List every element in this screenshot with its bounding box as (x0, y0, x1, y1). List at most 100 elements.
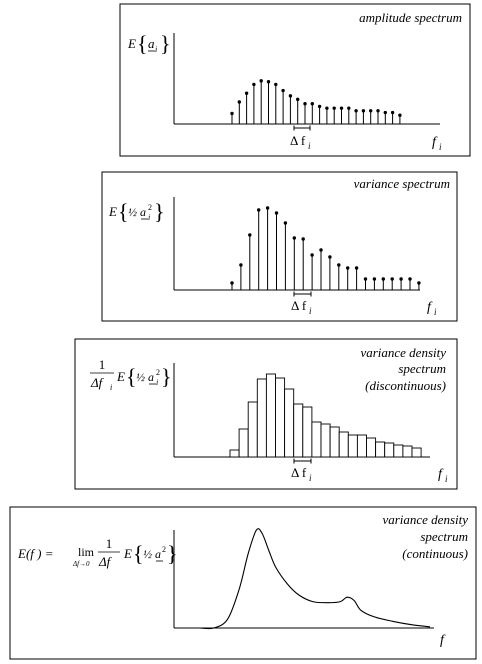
panel-frame (101, 171, 458, 322)
delta-label: Δ f (291, 465, 307, 480)
panel-frame (9, 506, 477, 660)
ylabel-brace-right: } (167, 541, 178, 566)
delta-sub: i (308, 141, 311, 151)
frac-numerator: 1 (99, 357, 106, 372)
histogram-bar (356, 434, 367, 458)
frac-denominator-sub: i (110, 383, 112, 392)
delta-sub: i (309, 473, 312, 483)
delta-sub: i (309, 306, 312, 316)
stem-dot (265, 206, 270, 210)
stem-dot (281, 88, 285, 93)
histogram-bar (284, 388, 295, 458)
ylabel-E: E (108, 204, 117, 219)
ylabel-inner: ½ a (143, 547, 161, 561)
histogram-bar (238, 428, 249, 458)
histogram-bar (338, 431, 349, 458)
spectrum-curve (199, 528, 431, 630)
stem-dot (292, 236, 296, 240)
histogram-bar (229, 449, 240, 458)
frac-numerator: 1 (106, 536, 113, 551)
stem-dot (319, 248, 323, 252)
ylabel-inner: ½ a (136, 370, 154, 384)
delta-label: Δ f (291, 298, 307, 313)
ylabel-sub: i (156, 378, 158, 387)
stem-dot (230, 111, 234, 116)
stem-dot (274, 82, 278, 87)
stem-dot (381, 277, 385, 281)
stem-dot (266, 80, 271, 84)
stem-dot (354, 266, 359, 270)
stem-dot (376, 109, 380, 113)
x-axis-label: f (432, 135, 438, 150)
stem-dot (257, 208, 261, 212)
ylabel-sub: i (148, 213, 150, 222)
stem-dot (332, 106, 336, 110)
ylabel-brace-left: { (133, 541, 144, 566)
histogram-bars (229, 373, 422, 458)
histogram-bar (393, 444, 404, 458)
y-axis-label: E { a i } (127, 31, 171, 56)
x-axis-label: f (440, 633, 446, 648)
histogram-bar (347, 434, 358, 458)
stem-dot (288, 94, 293, 98)
histogram-bar (302, 406, 313, 458)
histogram-bar (275, 377, 286, 458)
stem-dot (274, 211, 279, 215)
stem-dot (259, 79, 263, 83)
ylabel-brace-right: } (154, 199, 165, 224)
ylabel-brace-right: } (161, 364, 172, 389)
stem-dot (328, 255, 332, 259)
histogram-bar (411, 447, 422, 458)
ylabel-E: E (116, 369, 125, 384)
histogram-bar (384, 442, 395, 458)
panel-variance: variance spectrum E { ½ a i 2 } Δ f i f … (101, 171, 458, 322)
histogram-bar (256, 378, 267, 458)
delta-label: Δ f (290, 133, 306, 148)
stem-dot (372, 277, 377, 281)
stem-dot (347, 106, 351, 110)
stem-dot (408, 277, 412, 281)
frac-denominator: Δf (98, 554, 113, 569)
panel-title-line: variance density (382, 512, 468, 527)
panel-title: amplitude spectrum (359, 10, 462, 25)
ylabel-sup: 2 (156, 368, 160, 377)
stem-dot (252, 82, 256, 87)
stem-dot (317, 104, 322, 109)
panel-frame (119, 3, 471, 157)
stem-dot (325, 106, 329, 110)
y-axis-label: E { ½ a i 2 } (108, 199, 165, 224)
delta-marker: Δ f i (291, 291, 312, 316)
panel-title-line: (continuous) (402, 546, 468, 561)
stem-dot (398, 113, 402, 117)
stem-dot (248, 233, 252, 237)
panel-frame (74, 338, 458, 490)
frac-denominator: Δf (90, 375, 105, 390)
delta-marker: Δ f i (291, 458, 312, 483)
stem-dot (301, 237, 305, 241)
x-axis-label-sub: i (445, 474, 448, 484)
stem-dot (337, 263, 341, 267)
ylabel-inner: ½ a (128, 205, 146, 219)
histogram-bar (293, 403, 304, 458)
stem-dot (399, 277, 403, 281)
panel-title: variance spectrum (354, 176, 450, 191)
panel-variance-density-discontinuous: variance density spectrum (discontinuous… (74, 338, 458, 490)
x-axis-label: f (427, 300, 433, 315)
limit-subscript: Δf→0 (72, 560, 90, 568)
ylabel-sup: 2 (162, 545, 166, 554)
ylabel-lhs: E(f ) = (17, 546, 53, 561)
y-axis-label: 1 Δf i E { ½ a i 2 } (90, 357, 172, 392)
stem-dot (303, 102, 307, 106)
panel-title-line: spectrum (398, 361, 446, 376)
panel-variance-density-continuous: variance density spectrum (continuous) E… (9, 506, 477, 660)
ylabel-brace-left: { (126, 364, 137, 389)
histogram-bar (247, 401, 258, 458)
ylabel-brace-left: { (137, 31, 148, 56)
panel-title-line: (discontinuous) (365, 378, 446, 393)
stem-dot (369, 109, 373, 113)
histogram-bar (402, 445, 413, 458)
stem-dot (346, 266, 350, 270)
ylabel-brace-right: } (160, 31, 171, 56)
panel-title-line: spectrum (420, 529, 468, 544)
ylabel-inner: a (148, 36, 155, 51)
